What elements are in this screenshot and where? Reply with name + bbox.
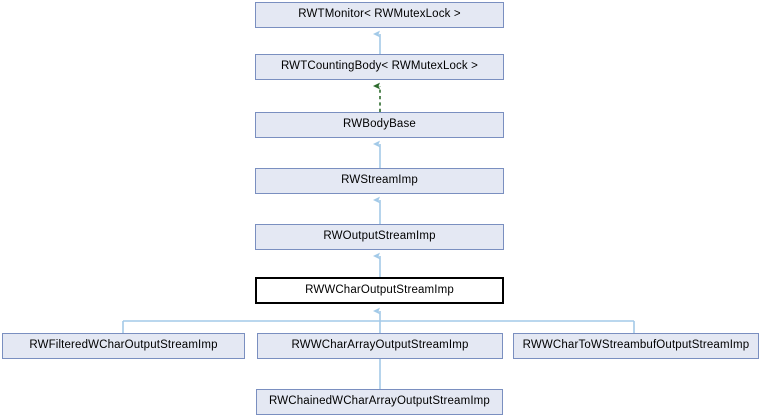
node-rwwcharoutputstreamimp-current[interactable]: RWWCharOutputStreamImp: [255, 277, 504, 304]
node-label: RWChainedWCharArrayOutputStreamImp: [269, 395, 490, 408]
node-rwstreamimp[interactable]: RWStreamImp: [255, 168, 504, 194]
node-label: RWStreamImp: [341, 174, 418, 187]
node-label: RWWCharArrayOutputStreamImp: [291, 339, 469, 352]
node-rwtmonitor[interactable]: RWTMonitor< RWMutexLock >: [255, 2, 504, 28]
node-rwoutputstreamimp[interactable]: RWOutputStreamImp: [255, 224, 504, 250]
node-rwwchararrayoutputstreamimp[interactable]: RWWCharArrayOutputStreamImp: [257, 333, 503, 359]
node-rwwchartowstreambufoutputstreamimp[interactable]: RWWCharToWStreambufOutputStreamImp: [513, 333, 759, 359]
node-rwbodybase[interactable]: RWBodyBase: [255, 112, 504, 138]
node-rwtcountingbody[interactable]: RWTCountingBody< RWMutexLock >: [255, 54, 504, 80]
node-label: RWBodyBase: [343, 118, 416, 131]
node-rwfilteredwcharoutputstreamimp[interactable]: RWFilteredWCharOutputStreamImp: [2, 333, 245, 359]
node-label: RWWCharOutputStreamImp: [305, 283, 454, 296]
node-label: RWWCharToWStreambufOutputStreamImp: [522, 339, 750, 352]
node-label: RWFilteredWCharOutputStreamImp: [29, 339, 218, 352]
node-label: RWTCountingBody< RWMutexLock >: [280, 60, 479, 73]
node-label: RWTMonitor< RWMutexLock >: [298, 8, 461, 21]
node-label: RWOutputStreamImp: [323, 230, 436, 243]
node-rwchainedwchararrayoutputstreamimp[interactable]: RWChainedWCharArrayOutputStreamImp: [256, 389, 503, 415]
